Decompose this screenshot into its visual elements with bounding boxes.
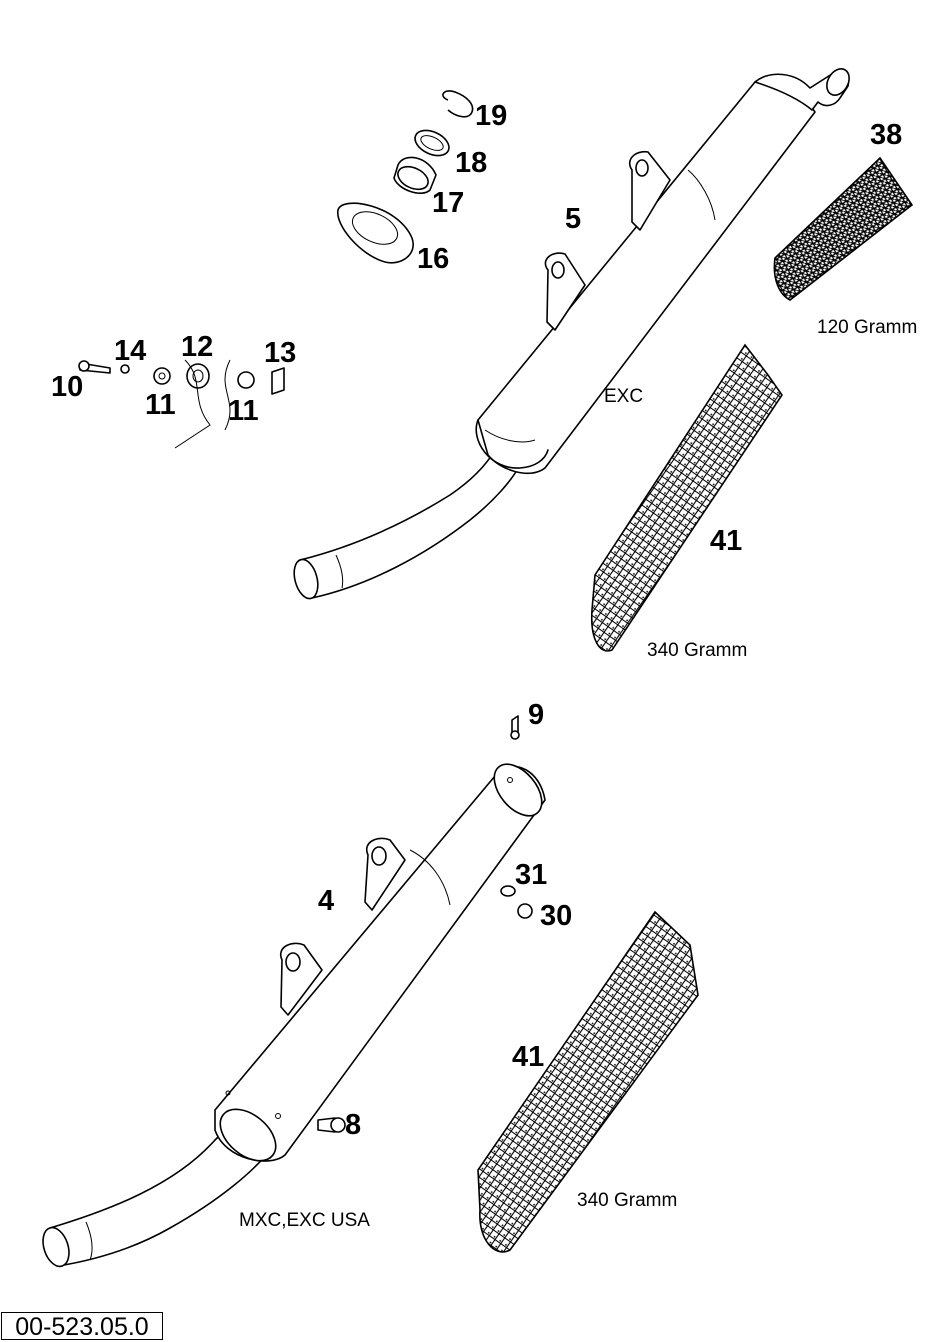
callout-30: 30: [540, 900, 572, 932]
note-340-gramm-upper: 340 Gramm: [647, 640, 747, 661]
callout-38: 38: [870, 119, 902, 151]
callout-16: 16: [417, 243, 449, 275]
callout-12: 12: [181, 331, 213, 363]
silencer-lower: [42, 763, 546, 1268]
packing-38: [773, 156, 914, 301]
clamp-stack: [337, 90, 474, 264]
callout-17: 17: [432, 187, 464, 219]
note-340-gramm-lower: 340 Gramm: [577, 1190, 677, 1211]
lower-hardware: [317, 715, 533, 1133]
callout-5: 5: [565, 203, 581, 235]
mounting-hardware: [78, 359, 285, 449]
callout-19: 19: [475, 100, 507, 132]
callout-4: 4: [318, 885, 334, 917]
reference-code-box: 00-523.05.0: [1, 1312, 163, 1341]
silencer-upper: [293, 68, 850, 600]
callout-31: 31: [515, 859, 547, 891]
packing-41-lower: [477, 910, 699, 1253]
callout-10: 10: [51, 371, 83, 403]
callout-8: 8: [345, 1109, 361, 1141]
packing-41-upper: [590, 343, 783, 652]
note-mxc-exc-usa: MXC,EXC USA: [239, 1210, 370, 1231]
callout-14: 14: [114, 335, 146, 367]
note-120-gramm: 120 Gramm: [817, 317, 917, 338]
callout-18: 18: [455, 147, 487, 179]
callout-41-lower: 41: [512, 1041, 544, 1073]
callout-9: 9: [528, 699, 544, 731]
callout-13: 13: [264, 337, 296, 369]
callout-11-right: 11: [228, 395, 259, 427]
callout-11-left: 11: [145, 389, 176, 421]
note-exc: EXC: [604, 386, 643, 407]
callout-41-upper: 41: [710, 525, 742, 557]
